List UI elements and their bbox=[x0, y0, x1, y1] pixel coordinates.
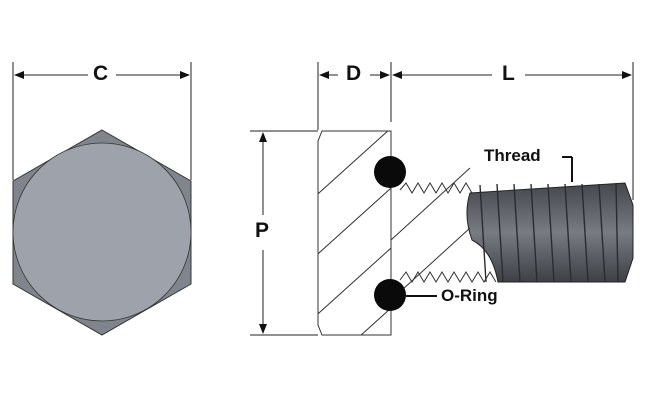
dimension-lines bbox=[250, 62, 634, 336]
o-ring-bottom bbox=[374, 279, 406, 311]
threaded-stud bbox=[466, 182, 634, 283]
label-d: D bbox=[346, 62, 362, 85]
hex-body-section bbox=[317, 130, 471, 336]
o-ring-top bbox=[374, 156, 406, 188]
label-p: P bbox=[255, 219, 270, 242]
label-c: C bbox=[93, 62, 109, 85]
label-oring: O-Ring bbox=[441, 286, 498, 305]
hex-end-view bbox=[12, 129, 192, 336]
dimension-c bbox=[12, 62, 192, 180]
label-thread: Thread bbox=[484, 146, 541, 165]
label-l: L bbox=[502, 62, 515, 85]
thread-profile bbox=[399, 182, 497, 283]
